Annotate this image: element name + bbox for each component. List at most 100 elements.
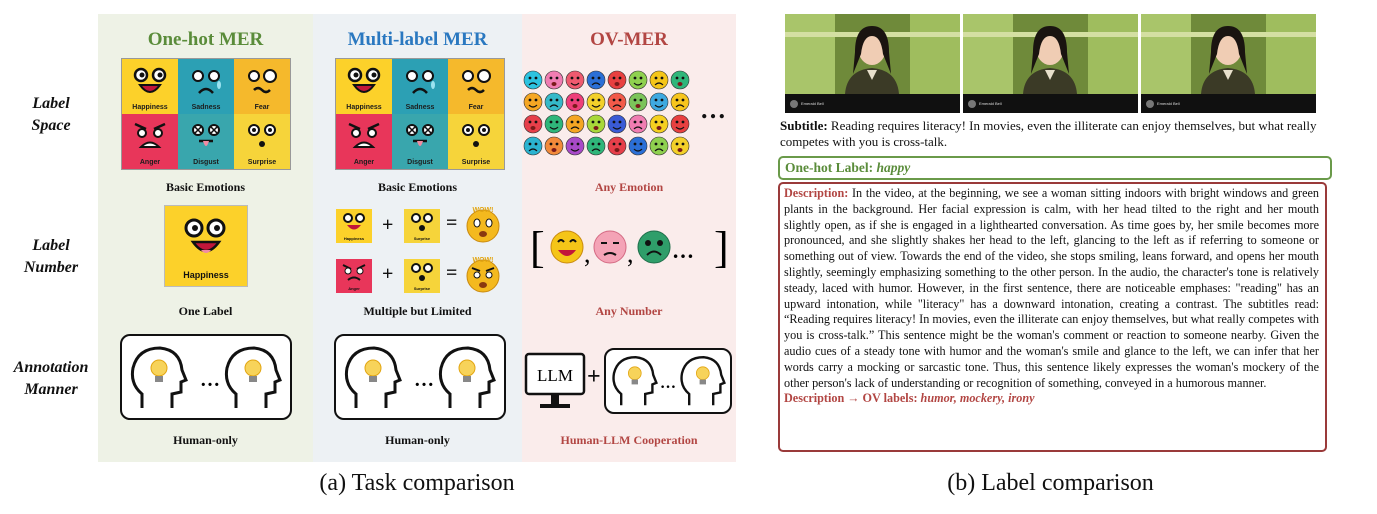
row-label-line: Manner xyxy=(24,381,78,398)
emoji-face-icon xyxy=(649,70,669,90)
mini-anger-tile: Anger xyxy=(336,259,372,293)
description-box: Description: In the video, at the beginn… xyxy=(778,182,1327,452)
video-info-bar xyxy=(963,94,1138,113)
ov-labels-value: humor, mockery, irony xyxy=(920,391,1035,406)
column-title: One-hot MER xyxy=(147,29,264,50)
emoji-face-icon xyxy=(670,70,690,90)
emotion-label: Happiness xyxy=(132,104,168,111)
emotion-label: Surprise xyxy=(247,159,277,166)
emotion-tile-happiness: Happiness xyxy=(122,59,178,114)
emotion-label: Fear xyxy=(254,104,270,111)
sad-face-icon xyxy=(406,70,435,94)
tile-label: Surprise xyxy=(413,236,431,241)
row-label-line: Label xyxy=(32,95,70,112)
tile-label: Happiness xyxy=(183,270,229,280)
equals-sign: = xyxy=(446,212,458,234)
task-comparison-caption: (a) Task comparison xyxy=(319,470,515,496)
video-info-bar xyxy=(785,94,960,113)
emoji-face-icon xyxy=(670,136,690,156)
emoji-face-icon xyxy=(586,92,606,112)
label-comparison-caption: (b) Label comparison xyxy=(947,470,1154,496)
emoji-face-icon xyxy=(628,114,648,134)
subtitle-text: Subtitle: Reading requires literacy! In … xyxy=(780,118,1320,150)
human-heads-icon: … xyxy=(612,355,726,406)
emoji-face-icon xyxy=(523,114,543,134)
row-label-label-number: Label Number xyxy=(6,235,96,279)
human-heads-icon: … xyxy=(130,346,282,408)
emotion-tile-surprise: Surprise xyxy=(234,114,290,169)
row-label-line: Label xyxy=(32,237,70,254)
surprised-face-icon xyxy=(248,124,276,148)
label-number-caption: Any Number xyxy=(595,304,663,318)
svg-text:,: , xyxy=(584,239,591,268)
emoji-face-icon xyxy=(649,114,669,134)
column-title: Multi-label MER xyxy=(347,29,488,50)
human-heads-icon: … xyxy=(344,346,496,408)
disgusted-face-icon xyxy=(406,124,434,147)
happiness-tile: Happiness xyxy=(164,205,248,287)
ellipsis: … xyxy=(700,95,726,124)
emoji-face-icon xyxy=(565,92,585,112)
fearful-face-icon xyxy=(462,69,491,94)
woman-scene-image xyxy=(1141,14,1316,94)
description-label: Description: xyxy=(784,186,849,200)
wow-text: WOW! xyxy=(473,257,494,264)
emoji-face-icon xyxy=(607,114,627,134)
tile-label: Surprise xyxy=(413,286,431,291)
avatar xyxy=(968,100,976,108)
label-space-caption: Basic Emotions xyxy=(377,180,457,194)
emoji-face-icon xyxy=(649,136,669,156)
one-hot-label-key: One-hot Label: xyxy=(785,160,874,175)
surprised-face-icon xyxy=(462,124,490,148)
emoji-face-icon xyxy=(628,136,648,156)
emotion-label: Sadness xyxy=(191,104,221,111)
emotion-tile-anger: Anger xyxy=(122,114,178,169)
emoji-face-icon xyxy=(670,92,690,112)
emoji-face-icon xyxy=(544,136,564,156)
emoji-face-icon xyxy=(523,70,543,90)
column-title: OV-MER xyxy=(590,29,668,50)
angry-face-icon xyxy=(134,122,166,149)
svg-text:…: … xyxy=(200,369,220,391)
angry-face-icon xyxy=(342,264,366,281)
emotion-label: Anger xyxy=(353,159,375,166)
amazed-angry-face-icon: WOW! xyxy=(466,257,500,293)
emoji-face-icon xyxy=(544,70,564,90)
avatar xyxy=(1146,100,1154,108)
svg-text:[: [ xyxy=(530,223,545,272)
subtitle-content: Reading requires literacy! In movies, ev… xyxy=(780,118,1317,149)
happy-face-icon xyxy=(133,67,167,94)
emoji-face-icon xyxy=(565,136,585,156)
emoji-face-icon xyxy=(565,70,585,90)
pensive-face-icon xyxy=(593,230,627,264)
woman-scene-image xyxy=(963,14,1138,94)
emoji-face-icon xyxy=(607,70,627,90)
emotion-label: Disgust xyxy=(407,159,433,166)
plus-sign: + xyxy=(382,214,394,236)
emoji-face-icon xyxy=(586,114,606,134)
emotion-tile-surprise: Surprise xyxy=(448,114,504,169)
emotion-tile-sadness: Sadness xyxy=(178,59,234,114)
emoji-face-icon xyxy=(649,92,669,112)
emotion-label: Sadness xyxy=(405,104,435,111)
emotion-label: Disgust xyxy=(193,159,219,166)
video-info-bar xyxy=(1141,94,1316,113)
svg-text:…: … xyxy=(660,375,676,392)
label-number-caption: One Label xyxy=(178,304,233,318)
head-bulb-icon xyxy=(344,346,402,408)
emoji-face-icon xyxy=(670,114,690,134)
sad-green-face-icon xyxy=(637,230,671,264)
emoji-cloud xyxy=(523,70,690,156)
angry-face-icon xyxy=(348,122,380,149)
head-bulb-icon xyxy=(224,346,282,408)
emotion-label: Surprise xyxy=(461,159,491,166)
emoji-face-icon xyxy=(607,92,627,112)
label-space-caption: Any Emotion xyxy=(594,180,664,194)
ellipsis: … xyxy=(672,238,694,263)
mini-happiness-tile: Happiness xyxy=(336,209,372,243)
head-bulb-icon xyxy=(612,355,658,406)
emoji-face-icon xyxy=(523,136,543,156)
channel-name: Emerald Bell xyxy=(979,101,1002,106)
